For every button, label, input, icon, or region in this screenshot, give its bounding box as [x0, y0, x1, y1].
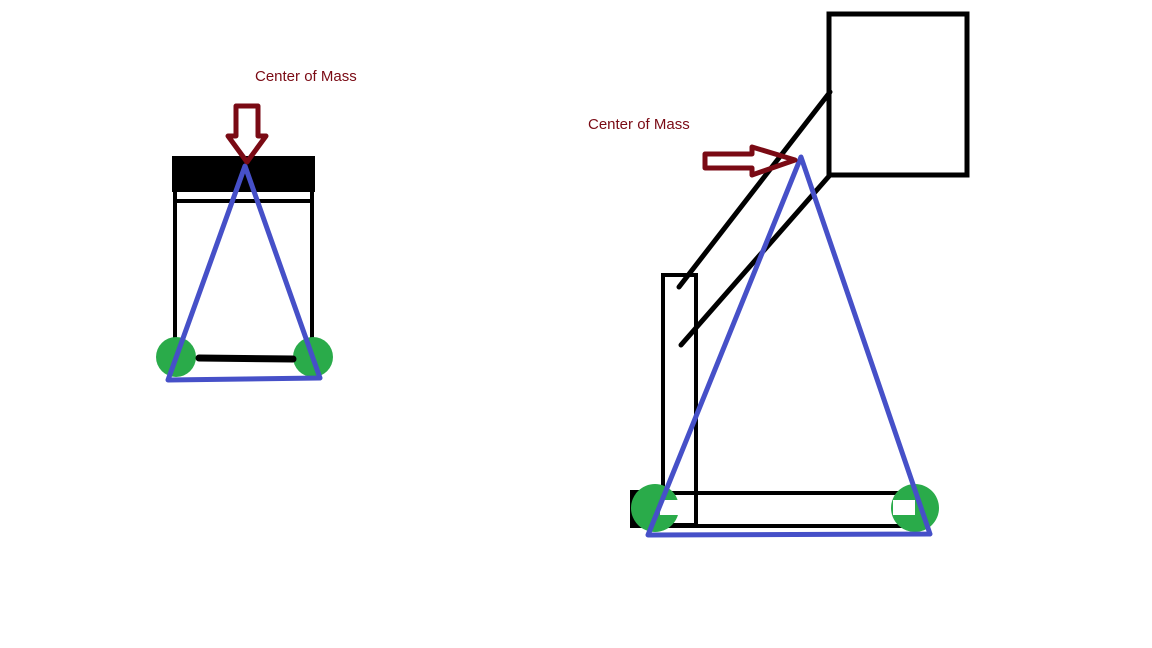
left-figure — [156, 103, 333, 383]
right-center-of-mass-label: Center of Mass — [588, 116, 690, 133]
right-wheel-front-hub — [660, 500, 680, 515]
right-figure — [630, 11, 970, 538]
left-center-of-mass-arrow — [225, 103, 269, 165]
left-axle — [195, 354, 297, 363]
right-support-triangle — [645, 154, 933, 538]
right-upper-arm — [676, 89, 833, 290]
left-center-of-mass-label: Center of Mass — [255, 68, 357, 85]
right-lower-arm — [678, 172, 833, 348]
right-wheel-rear-hub — [893, 500, 915, 515]
right-wheel-front — [631, 484, 679, 532]
left-support-triangle — [165, 163, 323, 383]
right-top-box — [826, 11, 970, 178]
right-center-of-mass-arrow — [702, 144, 798, 178]
